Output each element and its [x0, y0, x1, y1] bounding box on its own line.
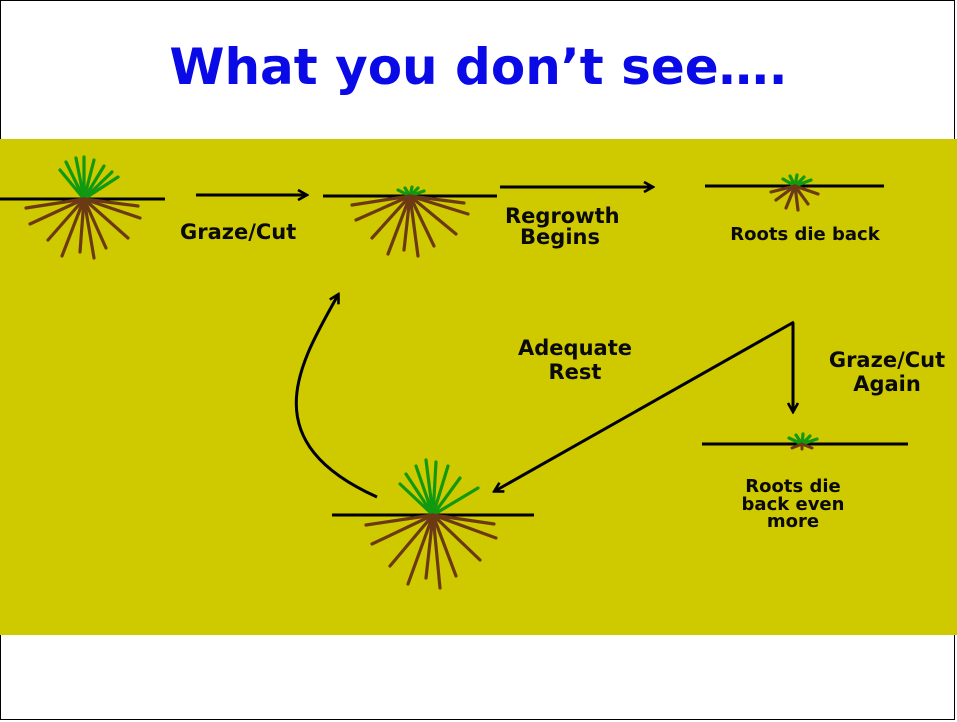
plant-grazed-icon	[323, 187, 497, 256]
label-graze-cut: Graze/Cut	[180, 222, 296, 243]
label-roots-die-back: Roots die back	[730, 226, 880, 243]
label-regrowth-begins: Regrowth Begins	[505, 206, 615, 249]
plant-full-icon	[332, 460, 534, 588]
label-adequate-rest: Adequate Rest	[505, 336, 645, 384]
arrow-cycle-back	[296, 295, 377, 497]
plant-full-icon	[0, 157, 165, 258]
plant-roots-reduced-icon	[705, 175, 884, 210]
label-roots-die-back-more: Roots die back even more	[728, 478, 858, 531]
plant-roots-gone-icon	[702, 434, 908, 449]
label-graze-cut-again: Graze/Cut Again	[812, 349, 957, 396]
